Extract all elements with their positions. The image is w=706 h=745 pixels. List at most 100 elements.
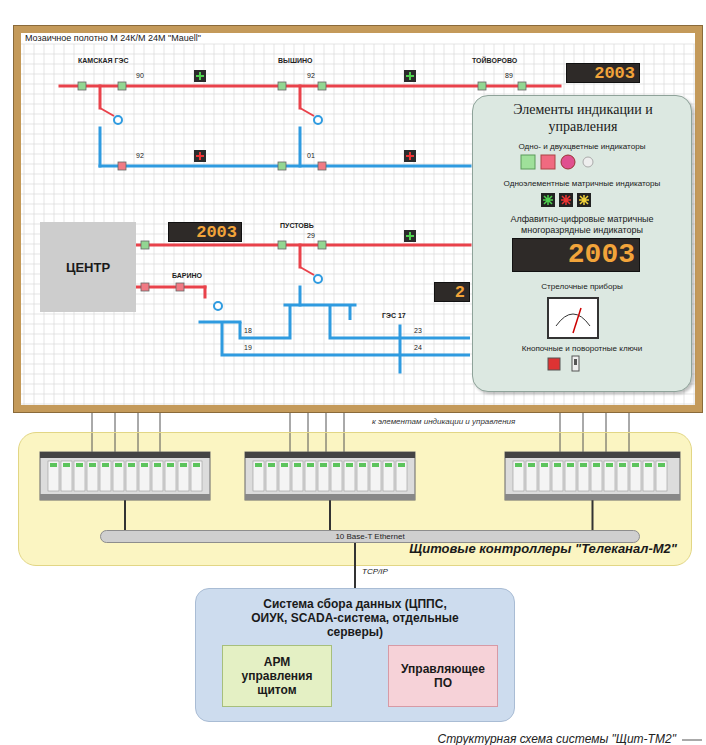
indicator-lamp (141, 283, 149, 291)
rack-module (604, 461, 615, 491)
indicator-lamp (518, 82, 526, 90)
node-text: Алфавитно-цифровые матричные многоразряд… (492, 214, 672, 236)
module-led (115, 463, 122, 467)
rack-module (565, 461, 576, 491)
switch-node (314, 275, 322, 283)
rack-foot (505, 494, 680, 500)
module-led (580, 463, 587, 467)
module-led (154, 463, 161, 467)
digital-display: 2003 (566, 63, 640, 83)
grid-line (394, 44, 395, 405)
bus-bar (399, 326, 402, 372)
rack-module (191, 461, 202, 491)
indicator-lamp (478, 82, 486, 90)
node-text: Одноэлементные матричные индикаторы (473, 179, 691, 189)
rack-module (383, 461, 394, 491)
switch-line (99, 86, 102, 108)
line-number: 23 (414, 327, 422, 334)
grid-line (454, 44, 455, 405)
module-led (619, 463, 626, 467)
line-number: 89 (505, 72, 513, 79)
grid-line (254, 44, 255, 405)
rack-foot (245, 494, 415, 500)
line-number: 29 (307, 232, 315, 239)
station-name: БАРИНО (172, 272, 202, 279)
grid-line (424, 44, 425, 405)
button-icon (548, 358, 560, 370)
switch-line (299, 86, 302, 108)
mosaic-panel: ЦЕНТРЭлементы индикации и управленияОдно… (14, 26, 702, 412)
link-label: TCP/IP (360, 568, 390, 576)
bus-line (200, 321, 240, 324)
wire (290, 412, 291, 433)
grid-line (694, 44, 695, 405)
matrix-cross (561, 195, 571, 205)
module-led (333, 463, 340, 467)
bus-line (285, 304, 355, 307)
grid-line (404, 44, 405, 405)
wire (606, 412, 607, 433)
indicator-lamp (176, 283, 184, 291)
controller-wires (92, 412, 629, 433)
rack-module (266, 461, 277, 491)
rack-module (165, 461, 176, 491)
wire (344, 433, 345, 452)
module-led (567, 463, 574, 467)
module-led (359, 463, 366, 467)
module-led (541, 463, 548, 467)
module-led (89, 463, 96, 467)
rack-module (61, 461, 72, 491)
line-number: 24 (414, 344, 422, 351)
module-led (193, 463, 200, 467)
rack-module (591, 461, 602, 491)
bus-line (349, 305, 352, 320)
switch-node (214, 302, 222, 310)
matrix-icon (559, 193, 573, 207)
grid-line (384, 44, 385, 405)
rack-module (178, 461, 189, 491)
module-led (606, 463, 613, 467)
workstation-box: АРМ управления щитом (222, 645, 332, 707)
grid-line (34, 44, 35, 405)
rack-module (552, 461, 563, 491)
rack-module (513, 461, 524, 491)
node-title: Система сбора данных (ЦППС, ОИУК, SCADA-… (245, 597, 465, 639)
rack-module (643, 461, 654, 491)
rack-module (370, 461, 381, 491)
station-name: ТОЙВОРОВО (472, 57, 517, 64)
indicator-lamp (318, 162, 326, 170)
module-led (63, 463, 70, 467)
module-led (645, 463, 652, 467)
switch-line (299, 287, 302, 305)
wire (344, 412, 345, 433)
matrix-cross (579, 195, 589, 205)
grid-line (21, 394, 695, 395)
grid-line (444, 44, 445, 405)
matrix-cross (196, 152, 204, 160)
rack-top (40, 452, 210, 458)
rack-module (139, 461, 150, 491)
grid-line (144, 44, 145, 405)
indicator-lamp (141, 241, 149, 249)
rack-top (505, 452, 680, 458)
matrix-icon (541, 193, 555, 207)
line-number: 92 (307, 72, 315, 79)
node-title: Мозаичное полотно М 24К/М 24М "Mauell" (25, 33, 201, 44)
rack-module (357, 461, 368, 491)
matrix-icon (577, 193, 591, 207)
lamp-icon (541, 155, 555, 169)
module-led (50, 463, 57, 467)
matrix-cross (406, 152, 414, 160)
matrix-indicator (194, 150, 206, 162)
rack-module (74, 461, 85, 491)
grid-line (274, 44, 275, 405)
wire (606, 433, 607, 452)
matrix-cross (406, 232, 414, 240)
bus-drop (592, 500, 594, 531)
controller-rack (505, 452, 680, 500)
wire (560, 433, 561, 452)
network-link (354, 543, 356, 588)
lamp-icon (521, 155, 535, 169)
wire (92, 433, 93, 452)
